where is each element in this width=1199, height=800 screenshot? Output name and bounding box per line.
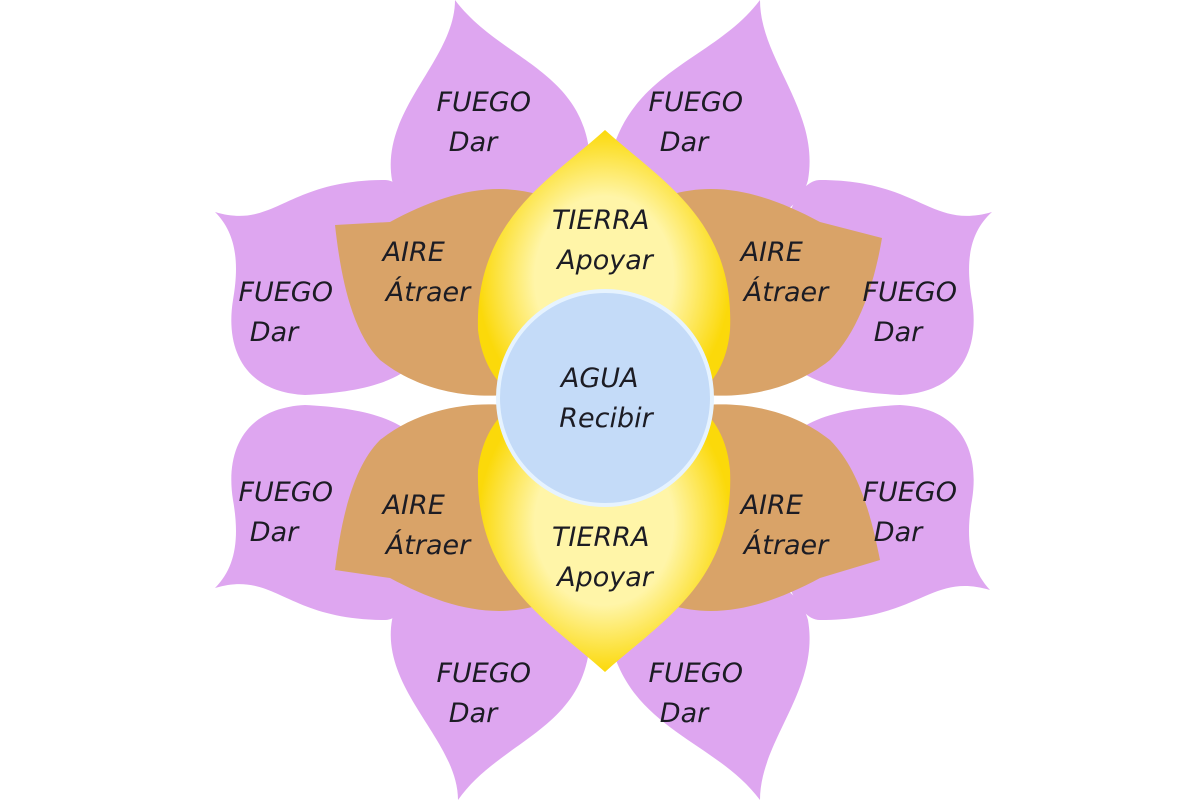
fire-label-top-left: FUEGO Dar	[436, 87, 539, 158]
air-label-top-left: AIRE Átraer	[381, 237, 473, 308]
earth-label-bottom: TIERRA Apoyar	[552, 522, 658, 593]
fire-label-bottom-left: FUEGO Dar	[436, 658, 539, 729]
fire-label-right-upper: FUEGO Dar	[862, 277, 965, 348]
earth-labels: TIERRA Apoyar TIERRA Apoyar	[552, 205, 658, 593]
water-center-circle	[496, 289, 714, 507]
air-labels: AIRE Átraer AIRE Átraer AIRE Átraer AIRE…	[381, 237, 831, 561]
fire-petal-bottom-right	[610, 568, 810, 800]
fire-label-left-lower: FUEGO Dar	[238, 477, 341, 548]
fire-labels: FUEGO Dar FUEGO Dar FUEGO Dar FUEGO Dar …	[238, 87, 965, 729]
air-label-bottom-right: AIRE Átraer	[739, 490, 831, 561]
fire-petal-bottom-left	[390, 568, 590, 800]
water-label: AGUA Recibir	[559, 363, 655, 434]
fire-label-bottom-right: FUEGO Dar	[648, 658, 751, 729]
earth-label-top: TIERRA Apoyar	[552, 205, 658, 276]
air-label-top-right: AIRE Átraer	[739, 237, 831, 308]
fire-label-left-upper: FUEGO Dar	[238, 277, 341, 348]
fire-label-top-right: FUEGO Dar	[648, 87, 751, 158]
fire-label-right-lower: FUEGO Dar	[862, 477, 965, 548]
fire-petal-top-left	[390, 0, 590, 232]
fire-petal-top-right	[610, 0, 810, 232]
air-label-bottom-left: AIRE Átraer	[381, 490, 473, 561]
